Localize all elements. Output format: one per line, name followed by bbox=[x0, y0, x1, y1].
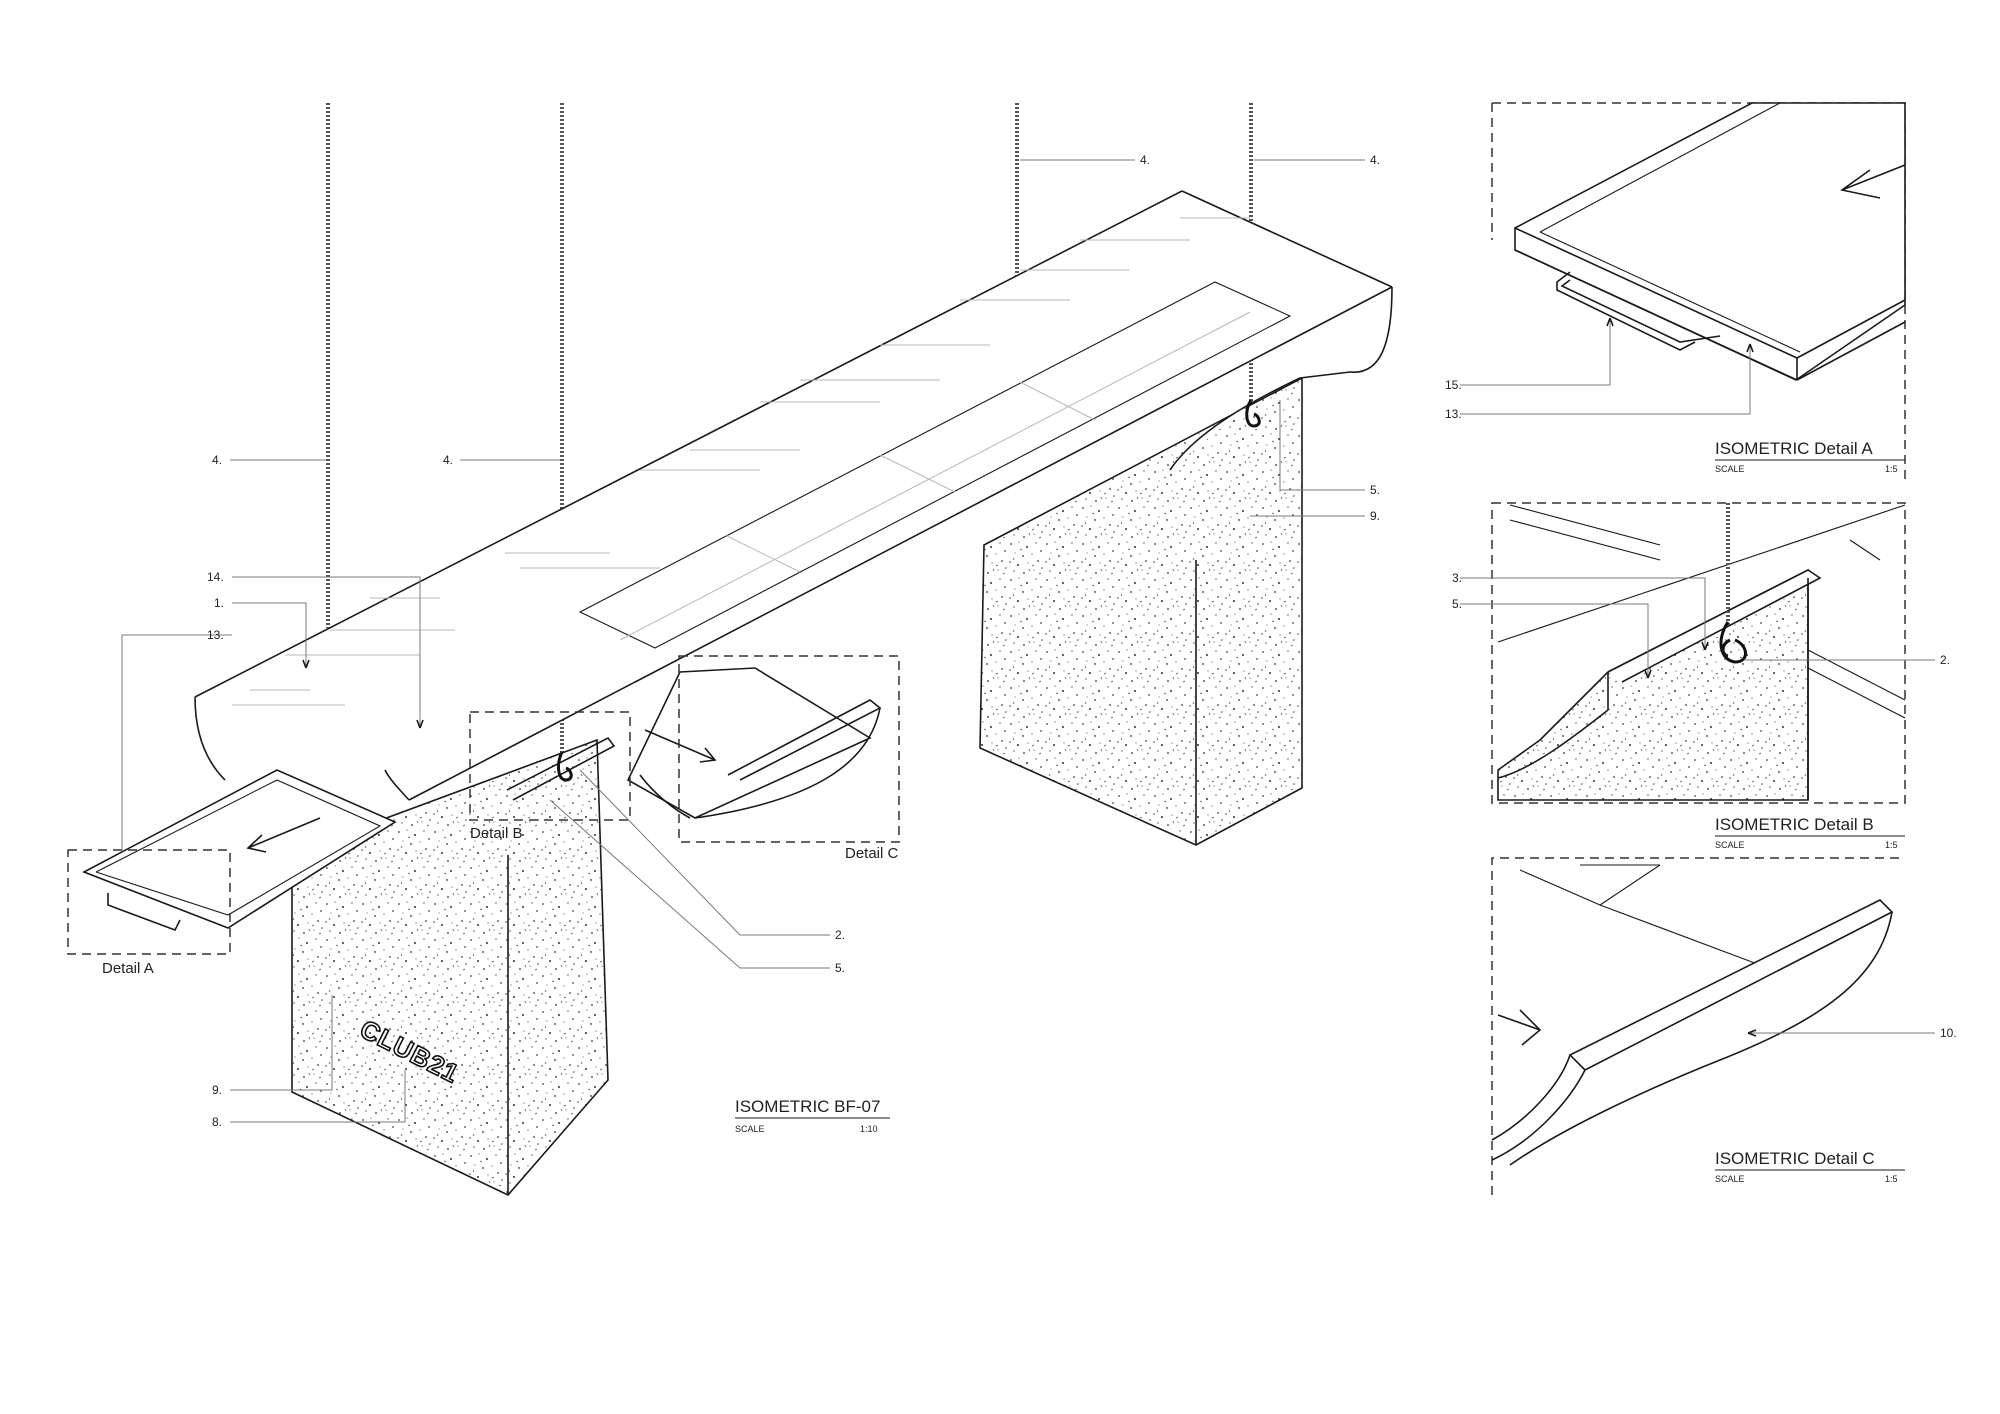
gutter-c bbox=[626, 667, 872, 819]
detail-a-handle bbox=[1556, 271, 1721, 351]
svg-text:14.: 14. bbox=[207, 570, 224, 584]
svg-text:8.: 8. bbox=[212, 1115, 222, 1129]
trough-curved-end-right bbox=[1169, 286, 1393, 471]
detail-b-title: ISOMETRIC Detail B bbox=[1715, 815, 1874, 834]
svg-text:2.: 2. bbox=[835, 928, 845, 942]
detail-b-tag: Detail B bbox=[470, 825, 523, 842]
detail-b-callout-2: 2. bbox=[1940, 653, 1950, 667]
main-scale-value: 1:10 bbox=[860, 1124, 878, 1134]
svg-text:4.: 4. bbox=[1140, 153, 1150, 167]
trough-top-surface bbox=[195, 191, 1392, 800]
svg-text:4.: 4. bbox=[443, 453, 453, 467]
svg-text:4.: 4. bbox=[1370, 153, 1380, 167]
detail-a-title: ISOMETRIC Detail A bbox=[1715, 439, 1873, 458]
detail-c-callout-10: 10. bbox=[1940, 1026, 1957, 1040]
trough-curved-end-left bbox=[194, 696, 226, 781]
svg-text:1.: 1. bbox=[214, 596, 224, 610]
detail-a-view: 15. 13. ISOMETRIC Detail A SCALE 1:5 bbox=[1445, 102, 1906, 480]
direction-arrow-c bbox=[644, 729, 717, 763]
detail-c-frame bbox=[1491, 857, 1905, 1195]
hook-right bbox=[1245, 399, 1261, 428]
main-leaders bbox=[121, 159, 1365, 1123]
detail-a-callout-13: 13. bbox=[1445, 407, 1462, 421]
detail-a-box bbox=[67, 849, 231, 955]
detail-c-view: 10. ISOMETRIC Detail C SCALE 1:5 bbox=[1491, 857, 1957, 1195]
svg-text:13.: 13. bbox=[207, 628, 224, 642]
svg-text:9.: 9. bbox=[212, 1083, 222, 1097]
slide-tray-a bbox=[82, 769, 397, 929]
direction-arrow-a bbox=[246, 817, 321, 853]
detail-a-tag: Detail A bbox=[102, 960, 154, 977]
detail-b-hook bbox=[1719, 621, 1747, 664]
detail-b-callout-5: 5. bbox=[1452, 597, 1462, 611]
left-pedestal bbox=[291, 738, 609, 1196]
detail-c-title: ISOMETRIC Detail C bbox=[1715, 1149, 1875, 1168]
svg-text:5.: 5. bbox=[1370, 483, 1380, 497]
svg-text:5.: 5. bbox=[835, 961, 845, 975]
main-callout-labels: 4. 4. 4. 4. 14. 1. 13. 5. 9. 2. 5. 9. 8. bbox=[207, 153, 1380, 1129]
svg-text:9.: 9. bbox=[1370, 509, 1380, 523]
main-isometric-view: Detail A Detail B Detail C CLUB21 4. 4. bbox=[67, 103, 1393, 1196]
detail-c-scale-label: SCALE bbox=[1715, 1174, 1745, 1184]
detail-c-gutter-curve bbox=[1491, 1069, 1586, 1161]
detail-b-box bbox=[469, 711, 631, 821]
detail-a-callout-15: 15. bbox=[1445, 378, 1462, 392]
detail-a-arrow bbox=[1840, 164, 1906, 199]
main-scale-label: SCALE bbox=[735, 1124, 765, 1134]
detail-b-callout-3: 3. bbox=[1452, 571, 1462, 585]
detail-b-view: 3. 5. 2. ISOMETRIC Detail B SCALE 1:5 bbox=[1452, 502, 1950, 850]
detail-c-box bbox=[678, 655, 900, 843]
detail-b-scale-value: 1:5 bbox=[1885, 840, 1898, 850]
hook-b bbox=[557, 751, 573, 782]
detail-a-scale-label: SCALE bbox=[1715, 464, 1745, 474]
detail-c-arrow bbox=[1497, 1009, 1542, 1046]
surface-hatching bbox=[232, 217, 1250, 706]
detail-c-tag: Detail C bbox=[845, 845, 899, 862]
svg-text:4.: 4. bbox=[212, 453, 222, 467]
detail-a-scale-value: 1:5 bbox=[1885, 464, 1898, 474]
detail-c-scale-value: 1:5 bbox=[1885, 1174, 1898, 1184]
main-view-title: ISOMETRIC BF-07 bbox=[735, 1097, 880, 1116]
detail-b-scale-label: SCALE bbox=[1715, 840, 1745, 850]
detail-b-frame bbox=[1491, 502, 1906, 804]
